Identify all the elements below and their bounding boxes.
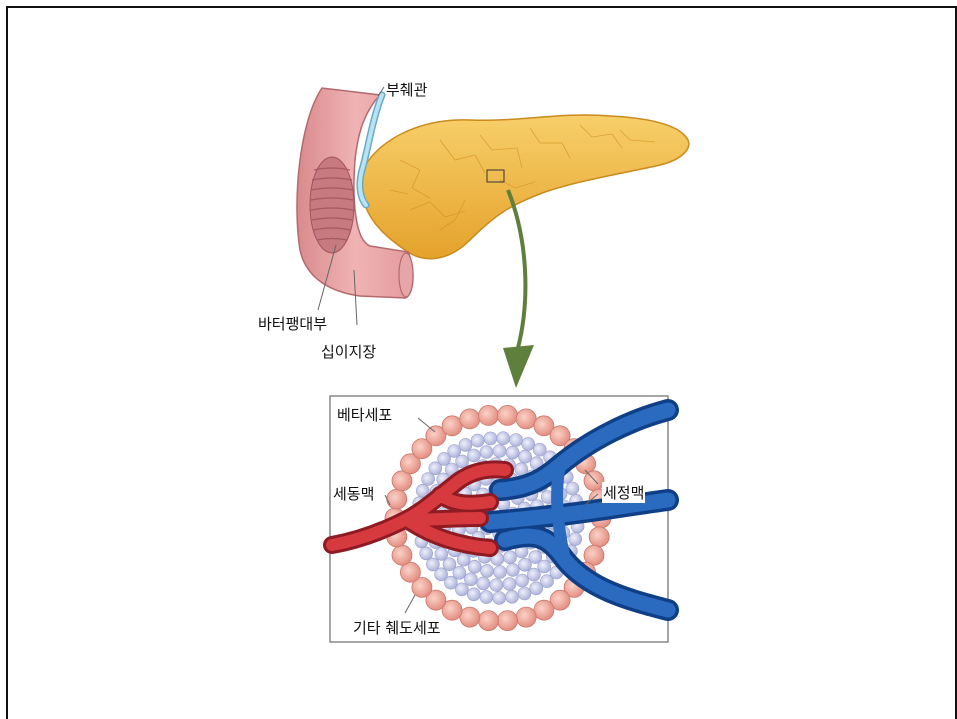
beta-cell bbox=[480, 446, 493, 459]
label-arteriole: 세동맥 bbox=[332, 483, 375, 504]
zoom-arrow bbox=[508, 190, 525, 348]
beta-cell bbox=[527, 568, 540, 581]
beta-cell bbox=[530, 582, 543, 595]
beta-cell bbox=[510, 434, 523, 447]
beta-cell bbox=[448, 445, 461, 458]
outer-islet-cell bbox=[534, 600, 554, 620]
outer-islet-cell bbox=[479, 405, 499, 425]
beta-cell bbox=[493, 445, 506, 458]
outer-islet-cell bbox=[387, 489, 407, 509]
label-duodenum: 십이지장 bbox=[321, 341, 376, 362]
beta-cell bbox=[522, 437, 535, 450]
beta-cell bbox=[506, 590, 519, 603]
beta-cell bbox=[464, 573, 477, 586]
beta-cell bbox=[477, 577, 490, 590]
beta-cell bbox=[468, 560, 481, 573]
beta-cell bbox=[518, 587, 531, 600]
label-accessory-duct: 부췌관 bbox=[386, 79, 427, 100]
outer-islet-cell bbox=[479, 611, 499, 631]
beta-cell bbox=[497, 432, 510, 445]
label-other-islet-cells: 기타 췌도세포 bbox=[352, 617, 442, 638]
beta-cell bbox=[494, 566, 507, 579]
label-ampulla-of-vater: 바터팽대부 bbox=[258, 313, 327, 334]
beta-cell bbox=[484, 432, 497, 445]
outer-islet-cell bbox=[392, 545, 412, 565]
outer-islet-cell bbox=[498, 611, 518, 631]
beta-cell bbox=[480, 591, 493, 604]
beta-cell bbox=[420, 547, 433, 560]
beta-cell bbox=[506, 446, 519, 459]
outer-islet-cell bbox=[460, 409, 480, 429]
beta-cell bbox=[503, 578, 516, 591]
beta-cell bbox=[519, 450, 532, 463]
label-venule: 세정맥 bbox=[602, 482, 645, 503]
beta-cell bbox=[459, 438, 472, 451]
beta-cell bbox=[435, 547, 448, 560]
beta-cell bbox=[467, 449, 480, 462]
beta-cell bbox=[471, 434, 484, 447]
beta-cell bbox=[569, 533, 582, 546]
beta-cell bbox=[518, 558, 531, 571]
beta-cell bbox=[467, 588, 480, 601]
outer-islet-cell bbox=[460, 607, 480, 627]
outer-islet-cell bbox=[498, 405, 518, 425]
beta-cell bbox=[506, 563, 519, 576]
beta-cell bbox=[490, 579, 503, 592]
outer-islet-cell bbox=[516, 607, 536, 627]
outer-islet-cell bbox=[589, 527, 609, 547]
outer-islet-cell bbox=[442, 416, 462, 436]
beta-cell bbox=[493, 592, 506, 605]
beta-cell bbox=[516, 574, 529, 587]
outer-islet-cell bbox=[584, 471, 604, 491]
label-beta-cells: 베타세포 bbox=[336, 404, 393, 425]
beta-cell bbox=[566, 482, 579, 495]
beta-cell bbox=[504, 551, 517, 564]
beta-cell bbox=[481, 564, 494, 577]
outer-islet-cell bbox=[516, 409, 536, 429]
pancreas-shape bbox=[360, 115, 689, 259]
